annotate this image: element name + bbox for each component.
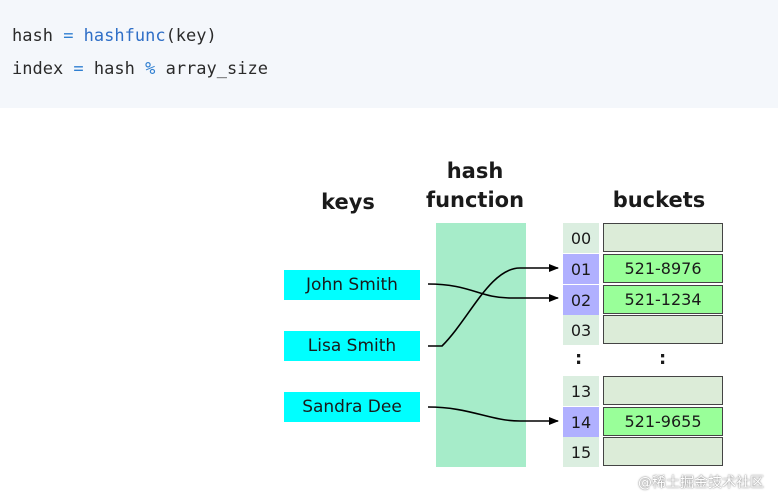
- hash-header-line2: function: [425, 188, 525, 212]
- watermark: @稀土掘金技术社区: [638, 475, 764, 491]
- index-00: 00: [563, 223, 599, 253]
- code-line-hash: hash = hashfunc(key): [12, 26, 217, 46]
- code-token-op: %: [145, 59, 156, 79]
- bucket-14: 521-9655: [603, 407, 723, 436]
- code-block: hash = hashfunc(key) index = hash % arra…: [0, 0, 778, 108]
- code-token-var: index: [12, 59, 74, 79]
- key-lisa-smith: Lisa Smith: [284, 331, 420, 361]
- bucket-01: 521-8976: [603, 254, 723, 283]
- buckets-header: buckets: [612, 188, 706, 212]
- index-02: 02: [563, 285, 599, 315]
- code-token-op: =: [63, 26, 74, 46]
- key-john-smith: John Smith: [284, 270, 420, 300]
- keys-header: keys: [321, 190, 375, 214]
- hash-header-line1: hash: [446, 159, 504, 183]
- code-token-mid: hash: [83, 59, 146, 79]
- code-token-fn: hashfunc: [73, 26, 166, 46]
- bucket-00: [603, 223, 723, 252]
- code-token-var: hash: [12, 26, 64, 46]
- arrow-john-smith-to-02: [427, 283, 559, 302]
- mapping-arrows: [427, 264, 559, 425]
- code-token-rest: (key): [165, 26, 217, 46]
- index-03: 03: [563, 315, 599, 345]
- code-token-op: =: [73, 59, 84, 79]
- index-14: 14: [563, 407, 599, 437]
- bucket-ellipsis: :: [659, 348, 667, 369]
- bucket-02: 521-1234: [603, 285, 723, 314]
- hash-function-column: [436, 223, 526, 467]
- index-13: 13: [563, 376, 599, 406]
- arrow-lisa-smith-to-01: [428, 264, 559, 347]
- bucket-13: [603, 376, 723, 405]
- bucket-03: [603, 315, 723, 344]
- index-15: 15: [563, 437, 599, 467]
- index-ellipsis: :: [575, 348, 583, 369]
- index-01: 01: [563, 254, 599, 284]
- bucket-15: [603, 437, 723, 466]
- code-line-index: index = hash % array_size: [12, 59, 268, 79]
- arrow-sandra-dee-to-14: [427, 406, 559, 425]
- code-token-rest: array_size: [155, 59, 268, 79]
- hash-table-diagram: keys hash function buckets John Smith Li…: [0, 108, 778, 498]
- key-sandra-dee: Sandra Dee: [284, 392, 420, 422]
